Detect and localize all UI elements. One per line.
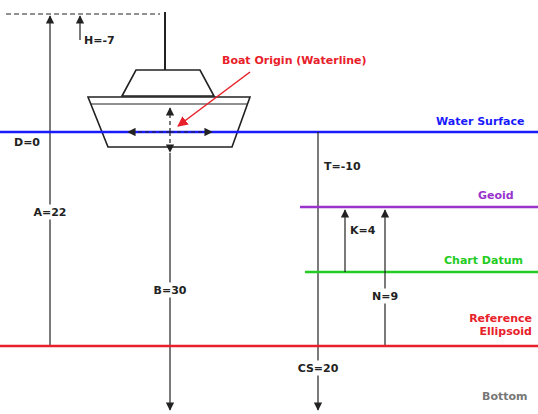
hull-line bbox=[91, 103, 247, 104]
boat-cabin bbox=[122, 70, 214, 96]
dimension-label: D=0 bbox=[14, 136, 40, 149]
chart-datum-line bbox=[305, 271, 538, 274]
dimension-label: B=30 bbox=[152, 283, 189, 298]
ellipsoid-line bbox=[0, 345, 538, 348]
dimension-label: N=9 bbox=[370, 289, 400, 304]
dimension-label: T=-10 bbox=[324, 160, 361, 173]
boat-hull bbox=[88, 97, 250, 147]
dimension-label: H=-7 bbox=[84, 34, 115, 47]
surface-label: Water Surface bbox=[436, 115, 525, 128]
dimension-label: K=4 bbox=[350, 224, 375, 237]
dimension-label: A=22 bbox=[31, 205, 68, 220]
mast bbox=[164, 12, 166, 70]
dimension-label: CS=20 bbox=[296, 361, 341, 376]
top-reference-line bbox=[6, 13, 160, 14]
surface-label: Bottom bbox=[482, 390, 527, 403]
boat-origin-axes bbox=[128, 108, 212, 152]
surface-label: Chart Datum bbox=[444, 254, 523, 267]
a-arrow bbox=[49, 16, 50, 346]
b-arrow bbox=[169, 153, 170, 410]
h-arrow bbox=[79, 16, 80, 40]
water-surface-line bbox=[0, 131, 538, 134]
n-arrow bbox=[384, 210, 385, 346]
k-arrow bbox=[344, 210, 345, 272]
callout-arrow bbox=[178, 72, 250, 126]
geoid-line bbox=[300, 206, 538, 209]
surface-label: Geoid bbox=[478, 189, 514, 202]
surface-label: Reference Ellipsoid bbox=[448, 312, 532, 338]
callout-label: Boat Origin (Waterline) bbox=[222, 54, 367, 67]
